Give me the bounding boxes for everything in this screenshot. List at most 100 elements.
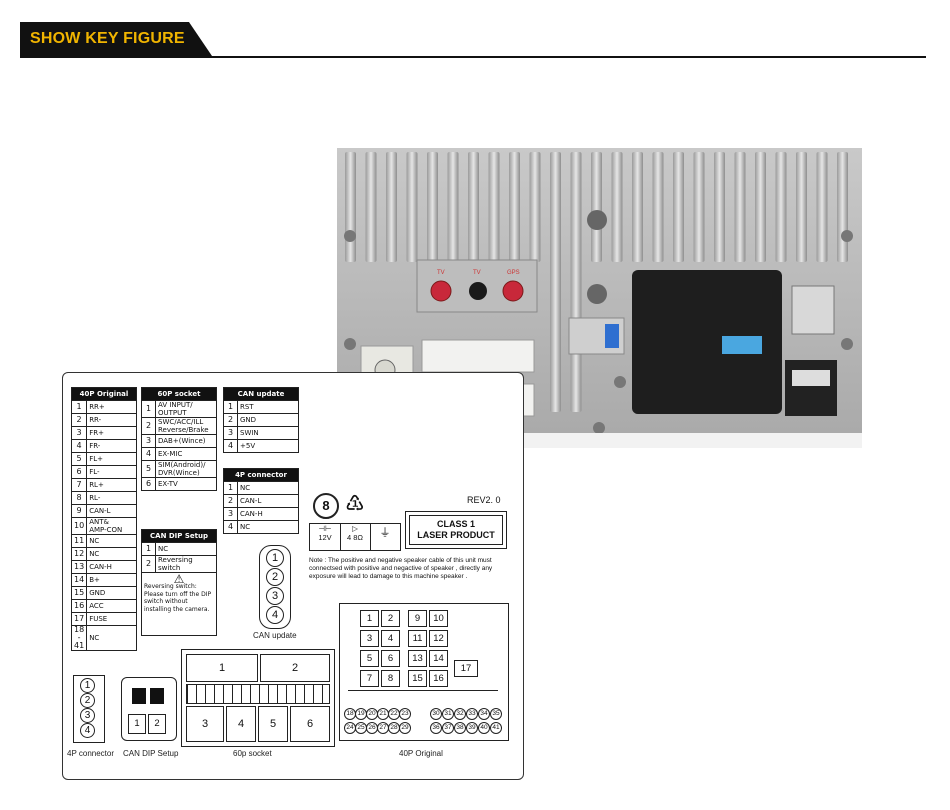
heatsink-fin xyxy=(570,152,582,412)
socket-pin-row xyxy=(186,684,330,704)
pin-cell: 6 xyxy=(381,650,400,667)
laser-line1: CLASS 1 xyxy=(436,519,475,529)
pin-function: DAB+(Wince) xyxy=(155,434,217,448)
pin-function: ANT& AMP-CON xyxy=(86,517,137,535)
can-dip-diagram: 1 2 xyxy=(121,677,177,741)
socket-block-2: 2 xyxy=(260,654,330,682)
heatsink-fin xyxy=(447,152,459,262)
pin-cell: 7 xyxy=(360,670,379,687)
connector-4p-pin: 3 xyxy=(80,708,95,723)
small-pin: 33 xyxy=(466,708,478,720)
connector-4p-pin: 1 xyxy=(80,678,95,693)
connector-4p-pin: 2 xyxy=(80,693,95,708)
laser-line2: LASER PRODUCT xyxy=(417,530,495,540)
socket-block-3: 3 xyxy=(186,706,224,742)
pin-number: 5 xyxy=(141,460,156,478)
pin-function: FR- xyxy=(86,439,137,453)
pin-function: GND xyxy=(86,586,137,600)
original40-caption: 40P Original xyxy=(399,749,443,758)
port-label-tv1: TV xyxy=(437,270,445,276)
header-divider xyxy=(20,56,926,58)
small-pin: 32 xyxy=(454,708,466,720)
pin-number: 6 xyxy=(141,477,156,491)
pin-17: 17 xyxy=(454,660,478,677)
pin-number: 2 xyxy=(141,417,156,435)
small-pin: 31 xyxy=(442,708,454,720)
heatsink-fin xyxy=(837,152,848,262)
heatsink-fin xyxy=(734,152,746,262)
small-pin: 39 xyxy=(466,722,478,734)
pin-number: 1 xyxy=(141,400,156,418)
pin-number: 12 xyxy=(70,547,88,561)
pin-number: 15 xyxy=(70,586,88,600)
small-pin: 34 xyxy=(478,708,490,720)
pin-number: 6 xyxy=(70,465,88,479)
pin-cell: 16 xyxy=(429,670,448,687)
pin-function: B+ xyxy=(86,573,137,587)
pin-function: FUSE xyxy=(86,612,137,626)
section-header: SHOW KEY FIGURE xyxy=(20,22,212,56)
heatsink-fin xyxy=(406,152,418,262)
pin-number: 4 xyxy=(223,439,238,453)
pin-function: RL+ xyxy=(86,478,137,492)
can-dip-warning: Reversing switch: Please turn off the DI… xyxy=(144,583,212,613)
pin-cell: 12 xyxy=(429,630,448,647)
small-pin: 38 xyxy=(454,722,466,734)
pin-cell: 3 xyxy=(360,630,379,647)
pin-number: 17 xyxy=(70,612,88,626)
dip-switch-1: 1 xyxy=(128,714,146,734)
heatsink-fin xyxy=(775,152,787,262)
small-pin: 40 xyxy=(478,722,490,734)
table-can-update-title: CAN update xyxy=(223,387,299,401)
voltage-label: 12V xyxy=(318,533,332,542)
pin-function: +5V xyxy=(237,439,299,453)
heatsink-fin xyxy=(816,152,828,262)
small-pin: 29 xyxy=(399,722,411,734)
pin-number: 9 xyxy=(70,504,88,518)
pin-number: 4 xyxy=(141,447,156,461)
pin-function: FL+ xyxy=(86,452,137,466)
pin-function: RST xyxy=(237,400,299,414)
pin-function: RR- xyxy=(86,413,137,427)
heatsink-fin xyxy=(591,152,602,262)
pin-number: 2 xyxy=(141,555,156,573)
pin-number: 2 xyxy=(223,413,238,427)
pin-number: 1 xyxy=(70,400,88,414)
pin-cell: 4 xyxy=(381,630,400,647)
small-pin: 30 xyxy=(430,708,442,720)
heatsink-fin xyxy=(796,152,807,262)
pin-number: 1 xyxy=(223,400,238,414)
table-4p-connector-title: 4P connector xyxy=(223,468,299,482)
pin-function: AV INPUT/ OUTPUT xyxy=(155,400,217,418)
pin-function: NC xyxy=(86,547,137,561)
pin-function: NC xyxy=(155,542,217,556)
pin-number: 1 xyxy=(141,542,156,556)
pin-function: CAN-H xyxy=(86,560,137,574)
pin-number: 3 xyxy=(70,426,88,440)
pin-number: 7 xyxy=(70,478,88,492)
pin-number: 11 xyxy=(70,534,88,548)
